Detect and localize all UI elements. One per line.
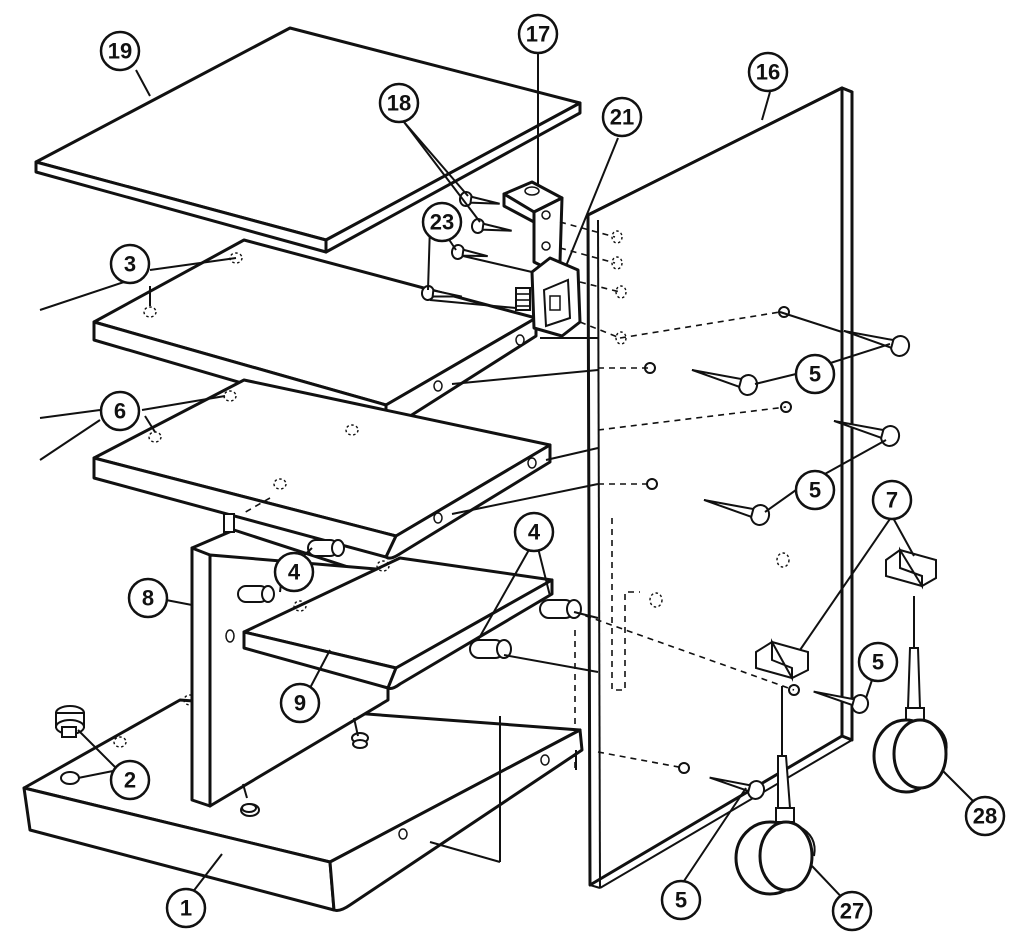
callout-6: 6 — [99, 390, 141, 432]
svg-text:27: 27 — [840, 899, 864, 924]
callout-4-b: 4 — [273, 551, 315, 593]
shelf-6 — [92, 378, 552, 560]
callout-18: 18 — [378, 82, 420, 124]
callout-5-d: 5 — [660, 879, 702, 921]
svg-text:28: 28 — [973, 804, 997, 829]
leader-lines — [39, 50, 981, 907]
svg-text:4: 4 — [288, 560, 301, 585]
svg-text:8: 8 — [142, 586, 154, 611]
svg-text:5: 5 — [809, 478, 821, 503]
caster-27 — [734, 686, 816, 896]
callout-7: 7 — [871, 479, 913, 521]
callout-23: 23 — [421, 201, 463, 243]
shelf-9 — [242, 556, 554, 690]
callout-2: 2 — [109, 759, 151, 801]
callout-3: 3 — [109, 243, 151, 285]
callout-4-a: 4 — [513, 511, 555, 553]
callout-5-a: 5 — [794, 353, 836, 395]
svg-text:7: 7 — [886, 488, 898, 513]
callout-19: 19 — [99, 30, 141, 72]
callout-5-b: 5 — [794, 469, 836, 511]
svg-text:2: 2 — [124, 768, 136, 793]
svg-text:5: 5 — [675, 888, 687, 913]
bottom-board-1 — [22, 694, 584, 912]
screws-18-23 — [420, 191, 512, 301]
svg-text:19: 19 — [108, 39, 132, 64]
svg-text:6: 6 — [114, 399, 126, 424]
svg-text:4: 4 — [528, 520, 541, 545]
caster-plates-7 — [755, 546, 937, 682]
screws-5 — [644, 306, 911, 800]
callout-28: 28 — [964, 795, 1006, 837]
callout-16: 16 — [747, 51, 789, 93]
svg-text:3: 3 — [124, 252, 136, 277]
assembly-lines — [241, 221, 843, 769]
callout-17: 17 — [517, 13, 559, 55]
callout-9: 9 — [279, 682, 321, 724]
top-board-19 — [34, 26, 582, 254]
callout-21: 21 — [601, 96, 643, 138]
svg-text:5: 5 — [809, 362, 821, 387]
svg-text:16: 16 — [756, 60, 780, 85]
svg-text:17: 17 — [526, 22, 550, 47]
dowels-4 — [237, 539, 582, 659]
callout-8: 8 — [127, 577, 169, 619]
svg-text:23: 23 — [430, 210, 454, 235]
caster-28 — [872, 596, 948, 794]
side-panel-16 — [574, 86, 854, 889]
callout-1: 1 — [165, 887, 207, 929]
leveler-2 — [55, 705, 85, 738]
bracket-17 — [502, 180, 564, 270]
svg-text:5: 5 — [872, 650, 884, 675]
callout-5-c: 5 — [857, 641, 899, 683]
svg-text:21: 21 — [610, 105, 634, 130]
svg-text:9: 9 — [294, 691, 306, 716]
callout-27: 27 — [831, 890, 873, 932]
svg-text:18: 18 — [387, 91, 411, 116]
svg-text:1: 1 — [180, 896, 192, 921]
